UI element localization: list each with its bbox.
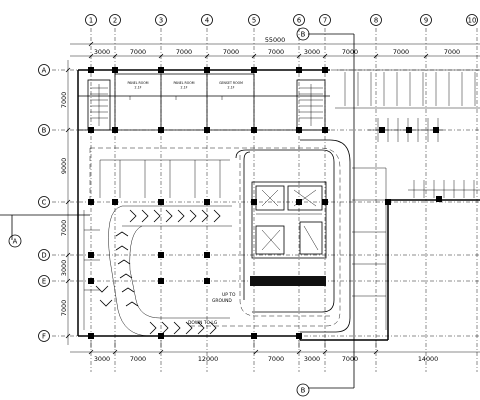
room-labels: PANEL ROOM 2.1F PANEL ROOM 2.1F GENSET R… — [127, 81, 243, 90]
grid-label-9: 9 — [424, 17, 428, 25]
parking-right — [335, 69, 480, 330]
helical-ramp — [95, 205, 232, 337]
dim-bottom-3: 12000 — [198, 355, 218, 363]
grid-bubbles-left: A B C D E F — [38, 64, 50, 342]
grid-label-f: F — [42, 333, 46, 341]
hatched-strip — [250, 276, 326, 286]
ramp-ring — [235, 139, 351, 333]
stair-core-left — [87, 79, 111, 131]
bottom-ticks — [90, 340, 377, 348]
room-sub-panel-2: 2.1F — [181, 86, 188, 90]
grid-label-a: A — [42, 67, 47, 75]
stair-core-right — [296, 79, 326, 131]
grid-label-d: D — [41, 252, 46, 260]
dimension-lines-left — [65, 60, 71, 345]
ramp-note-up: UP TO — [222, 292, 236, 298]
grid-label-6: 6 — [297, 17, 301, 25]
grid-label-10: 10 — [468, 17, 477, 25]
section-tag-a-left: A — [13, 238, 18, 246]
section-tag-b-top: B — [301, 31, 306, 39]
dim-bottom-7: 14000 — [418, 355, 438, 363]
dim-left-1: 7000 — [60, 92, 68, 108]
columns-right — [379, 127, 442, 202]
grid-label-4: 4 — [205, 17, 209, 25]
ramp-note-down: DOWN TO LG — [188, 320, 218, 326]
room-label-panel-2: PANEL ROOM — [173, 81, 194, 85]
dim-top-3: 7000 — [176, 48, 192, 56]
dim-overall: 55000 — [265, 36, 285, 44]
building-outline — [77, 69, 480, 341]
parking-bays — [83, 159, 230, 330]
dim-left-4: 3000 — [60, 260, 68, 276]
dim-top-1: 3000 — [94, 48, 110, 56]
dim-top-5: 7000 — [268, 48, 284, 56]
grid-label-7: 7 — [323, 17, 327, 25]
room-sub-panel-1: 2.1F — [135, 86, 142, 90]
dim-left-2: 9000 — [60, 158, 68, 174]
grid-label-b: B — [42, 127, 47, 135]
ramp-note-ground: GROUND — [212, 298, 232, 304]
room-label-genset: GENSET ROOM — [219, 81, 243, 85]
dim-top-4: 7000 — [223, 48, 239, 56]
grid-label-c: C — [42, 199, 47, 207]
room-sub-genset: 2.1F — [228, 86, 235, 90]
section-marker-a: A — [0, 214, 90, 248]
dimension-lines-bottom — [70, 349, 480, 355]
grid-label-2: 2 — [113, 17, 117, 25]
dim-bottom-4: 7000 — [268, 355, 284, 363]
dim-bottom-2: 7000 — [130, 355, 146, 363]
dim-bottom-5: 3000 — [304, 355, 320, 363]
section-marker-b: B B — [296, 27, 355, 397]
dimension-lines-top — [70, 41, 480, 59]
dim-top-6: 3000 — [304, 48, 320, 56]
dim-left-5: 7000 — [60, 300, 68, 316]
central-core — [251, 181, 327, 259]
dim-top-8: 7000 — [393, 48, 409, 56]
grid-bubbles-top: 1 2 3 4 5 6 7 8 9 10 — [85, 14, 478, 26]
service-rooms-top — [78, 70, 330, 131]
grid-label-3: 3 — [159, 17, 163, 25]
dim-top-7: 7000 — [342, 48, 358, 56]
dim-top-9: 7000 — [444, 48, 460, 56]
dim-top-2: 7000 — [130, 48, 146, 56]
dim-bottom-6: 7000 — [342, 355, 358, 363]
room-label-panel-1: PANEL ROOM — [127, 81, 148, 85]
grid-label-e: E — [42, 278, 46, 286]
section-tag-b-bottom: B — [301, 387, 306, 395]
grid-label-1: 1 — [89, 17, 93, 25]
grid-label-8: 8 — [374, 17, 378, 25]
dim-bottom-1: 3000 — [94, 355, 110, 363]
dim-left-3: 7000 — [60, 220, 68, 236]
driving-route — [89, 147, 341, 327]
grid-label-5: 5 — [252, 17, 256, 25]
